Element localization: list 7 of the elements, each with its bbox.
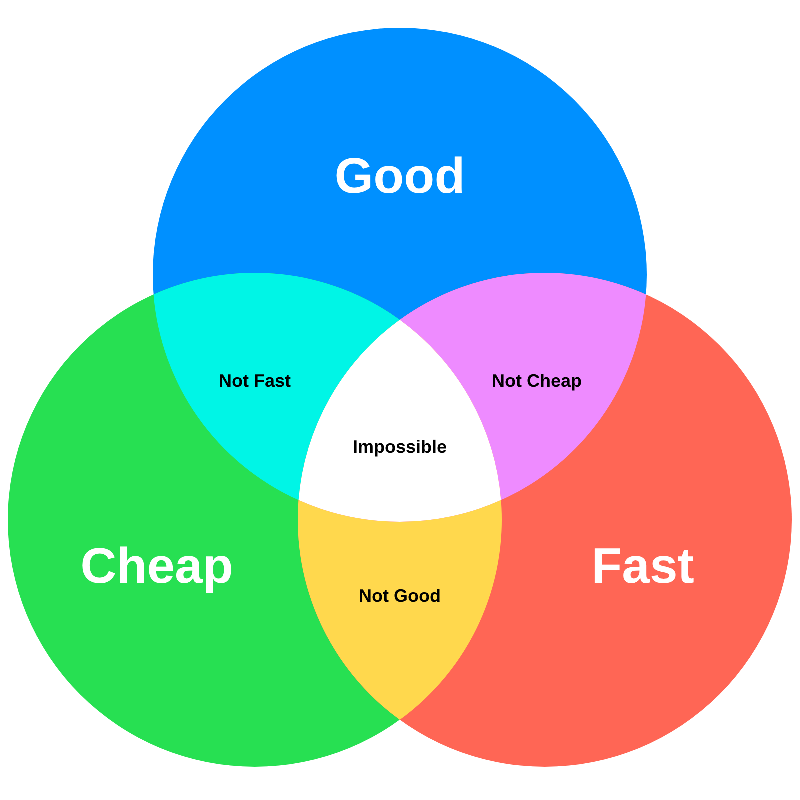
overlap-label: Impossible [352, 437, 448, 457]
set-label: Fast [592, 538, 694, 594]
set-label: Good [334, 148, 466, 204]
overlap-label: Not Good [359, 586, 441, 606]
overlap-label: Not Fast [219, 371, 291, 391]
set-label: Cheap [80, 538, 234, 594]
overlap-label: Not Cheap [492, 371, 582, 391]
